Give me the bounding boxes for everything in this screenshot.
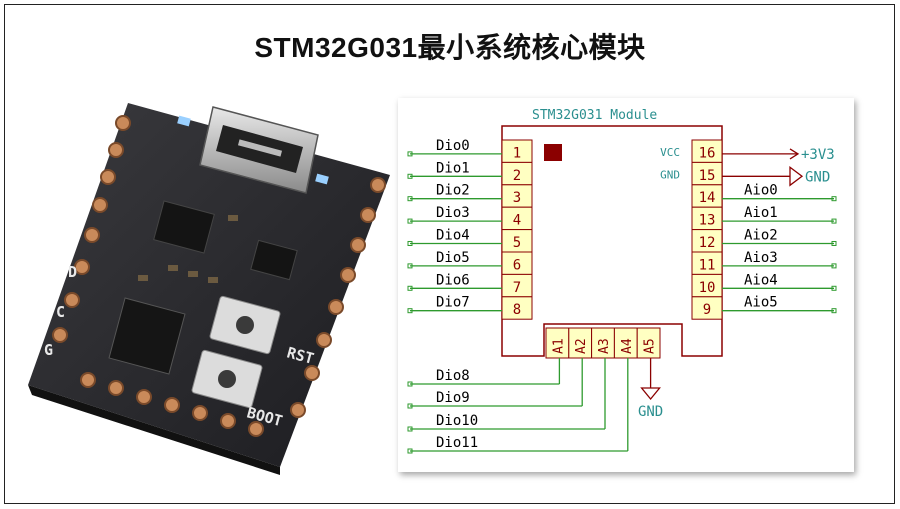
left-net-label: Dio0 <box>436 138 470 154</box>
left-net-label: Dio6 <box>436 272 470 288</box>
ground-net-label: GND <box>805 169 830 185</box>
right-net-label: Aio2 <box>744 227 778 243</box>
left-pin-header: 1 Dio0 2 Dio1 3 Dio2 4 Dio3 5 Dio4 6 Dio5 7 Dio6 8 Dio7 <box>407 138 533 320</box>
page-title: STM32G031最小系统核心模块 <box>254 32 646 63</box>
wire-end-terminal <box>831 240 837 246</box>
ground-symbol-icon <box>789 165 804 187</box>
left-net-label: Dio1 <box>436 160 470 176</box>
left-pin-number: 7 <box>513 280 521 296</box>
module-body <box>501 125 723 357</box>
left-pin-number: 3 <box>513 190 521 206</box>
silk-label-c: C <box>56 303 65 321</box>
left-net-label: Dio7 <box>436 295 470 311</box>
wire-end-terminal <box>831 308 837 314</box>
left-net-label: Dio4 <box>436 227 470 243</box>
bottom-pin-number: A4 <box>620 338 635 354</box>
right-pin-name: GND <box>660 168 680 181</box>
left-net-label: Dio5 <box>436 250 470 266</box>
right-pin-number: 13 <box>699 213 716 229</box>
schematic-diagram: STM32G031 Module 1Dio02Dio13Dio24Dio35Di… <box>407 108 837 454</box>
castellated-pads-left <box>52 115 131 343</box>
right-pin-number: 10 <box>699 280 716 296</box>
bottom-net-label: Dio9 <box>436 390 470 406</box>
power-arrow-icon <box>789 148 800 160</box>
wire-end-terminal <box>407 240 413 246</box>
wire-end-terminal <box>831 263 837 269</box>
right-net-label: Aio1 <box>744 205 778 221</box>
rst-button <box>209 295 281 355</box>
silk-label-d: D <box>68 263 77 281</box>
usb-connector <box>199 106 319 194</box>
castellated-pads-right <box>290 177 386 418</box>
right-net-label: Aio4 <box>744 272 778 288</box>
wire-end-terminal <box>407 196 413 202</box>
ground-symbol-icon <box>640 387 661 401</box>
bottom-net-label: Dio8 <box>436 368 470 384</box>
wire-end-terminal <box>407 448 413 454</box>
wire-end-terminal <box>407 403 413 409</box>
right-pin-number: 15 <box>699 168 716 184</box>
right-pin-number: 14 <box>699 190 716 206</box>
wire-end-terminal <box>407 263 413 269</box>
bottom-pin-number: A1 <box>551 338 566 354</box>
bottom-pin-number: A2 <box>574 338 589 354</box>
castellated-pads-bottom <box>80 372 264 437</box>
left-pin-number: 5 <box>513 235 521 251</box>
left-net-label: Dio2 <box>436 183 470 199</box>
right-pin-number: 16 <box>699 145 716 161</box>
pcb-body <box>28 103 390 467</box>
right-net-label: Aio5 <box>744 295 778 311</box>
pin1-marker <box>544 144 562 161</box>
right-net-label: Aio3 <box>744 250 778 266</box>
boot-button <box>191 349 263 409</box>
wire-end-terminal <box>407 151 413 157</box>
left-pin-number: 4 <box>513 213 521 229</box>
wire-end-terminal <box>407 426 413 432</box>
ground-net-label: GND <box>638 404 663 420</box>
bottom-net-label: Dio10 <box>436 413 478 429</box>
wire-end-terminal <box>407 173 413 179</box>
left-net-label: Dio3 <box>436 205 470 221</box>
wire-end-terminal <box>407 285 413 291</box>
right-pin-box <box>691 296 723 320</box>
right-pin-number: 12 <box>699 235 716 251</box>
left-pin-number: 2 <box>513 168 521 184</box>
wire-end-terminal <box>831 218 837 224</box>
module-title: STM32G031 Module <box>532 108 657 123</box>
right-pin-number: 11 <box>699 257 716 273</box>
wire-end-terminal <box>407 308 413 314</box>
left-pin-box <box>501 296 533 320</box>
bottom-pin-number: A5 <box>643 338 658 354</box>
silk-label-g: G <box>44 341 53 359</box>
wire-end-terminal <box>831 196 837 202</box>
regulator-chip <box>153 200 215 254</box>
bottom-net-label: Dio11 <box>436 435 478 451</box>
left-pin-number: 1 <box>513 145 521 161</box>
right-pin-name: VCC <box>660 146 680 159</box>
mcu-chip <box>108 297 186 375</box>
right-pin-number: 9 <box>703 302 711 318</box>
wire-end-terminal <box>407 218 413 224</box>
left-pin-number: 6 <box>513 257 521 273</box>
power-net-label: +3V3 <box>801 147 835 163</box>
wire-end-terminal <box>407 381 413 387</box>
left-pin-number: 8 <box>513 302 521 318</box>
right-net-label: Aio0 <box>744 183 778 199</box>
wire-end-terminal <box>831 285 837 291</box>
bottom-pin-box <box>636 327 661 359</box>
bottom-pin-number: A3 <box>597 338 612 354</box>
board-photo: D C G RST BOOT <box>28 103 390 475</box>
